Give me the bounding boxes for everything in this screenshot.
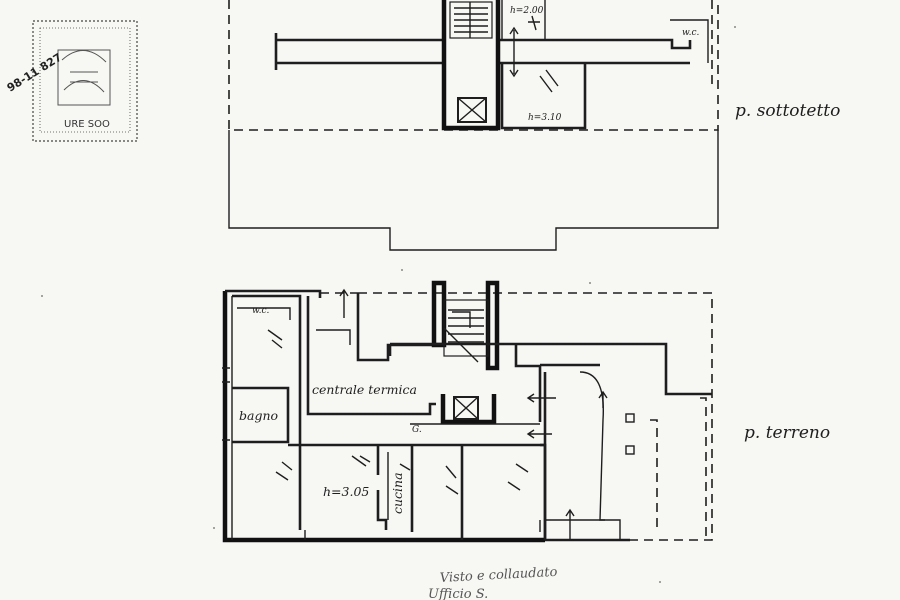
ground-floor-plan: w.c. centrale termica bagno h=3.05 cucin… xyxy=(222,280,713,543)
ground-small-mark: G. xyxy=(412,425,422,435)
upper-wc-label: w.c. xyxy=(682,28,700,38)
ground-wc-label: w.c. xyxy=(252,306,270,316)
signature: Visto e collaudato Ufficio S. xyxy=(428,565,558,600)
ground-bathroom-label: bagno xyxy=(239,408,278,423)
stamp-rotated-text: 98-11 827 xyxy=(5,51,64,95)
stamp-bottom-text: URE SOO xyxy=(64,119,110,130)
upper-floor-plan: w.c. h=2.00 h=3.10 xyxy=(228,0,719,251)
ground-boiler-label: centrale termica xyxy=(312,382,417,397)
ground-living-label: h=3.05 xyxy=(323,484,369,499)
official-stamp: URE SOO 98-11 827 xyxy=(5,20,138,142)
ground-floor-label: p. terreno xyxy=(744,423,830,443)
signature-line1: Visto e collaudato xyxy=(439,565,557,586)
upper-right-room-label: h=3.10 xyxy=(528,113,562,123)
scan-noise xyxy=(41,26,736,583)
signature-line2: Ufficio S. xyxy=(428,587,488,600)
upper-floor-label: p. sottotetto xyxy=(735,101,840,121)
upper-top-room-label: h=2.00 xyxy=(510,6,544,16)
ground-kitchen-label: cucina xyxy=(390,472,405,514)
